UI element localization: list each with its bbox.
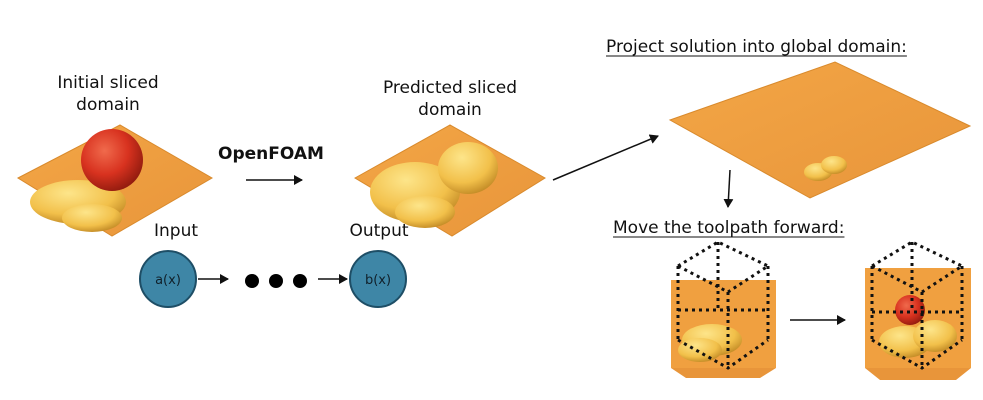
project-header: Project solution into global domain: [606, 37, 907, 57]
output-label: Output [349, 221, 408, 241]
global-domain-plate [668, 61, 972, 199]
svg-text:a(x): a(x) [155, 273, 181, 288]
toolpath-box-wireframe [674, 240, 772, 370]
toolpath-after-panel [865, 240, 971, 380]
projection-arrow [552, 134, 659, 181]
initial-domain-plate [16, 124, 213, 237]
predicted-domain-label-line1: Predicted sliced [383, 78, 517, 98]
input-label: Input [154, 221, 198, 241]
toolpath-box-wireframe [868, 240, 966, 370]
predicted-domain-label-line2: domain [418, 100, 482, 120]
output-node: b(x) [349, 250, 407, 308]
initial-domain-label-line2: domain [76, 95, 140, 115]
toolpath-bead [913, 320, 957, 352]
heat-source-sphere [81, 129, 143, 191]
initial-domain-label-line1: Initial sliced [57, 73, 158, 93]
ellipsis-dot [245, 274, 259, 288]
down-arrow [723, 169, 734, 208]
ellipsis-dot [293, 274, 307, 288]
heat-source-sphere [895, 295, 925, 325]
input-node: a(x) [139, 250, 197, 308]
predicted-domain-plate [354, 124, 546, 237]
ellipsis-dot [269, 274, 283, 288]
svg-text:b(x): b(x) [365, 273, 391, 288]
openfoam-label: OpenFOAM [218, 144, 324, 164]
move-header: Move the toolpath forward: [613, 218, 844, 238]
toolpath-before-panel [671, 240, 776, 378]
